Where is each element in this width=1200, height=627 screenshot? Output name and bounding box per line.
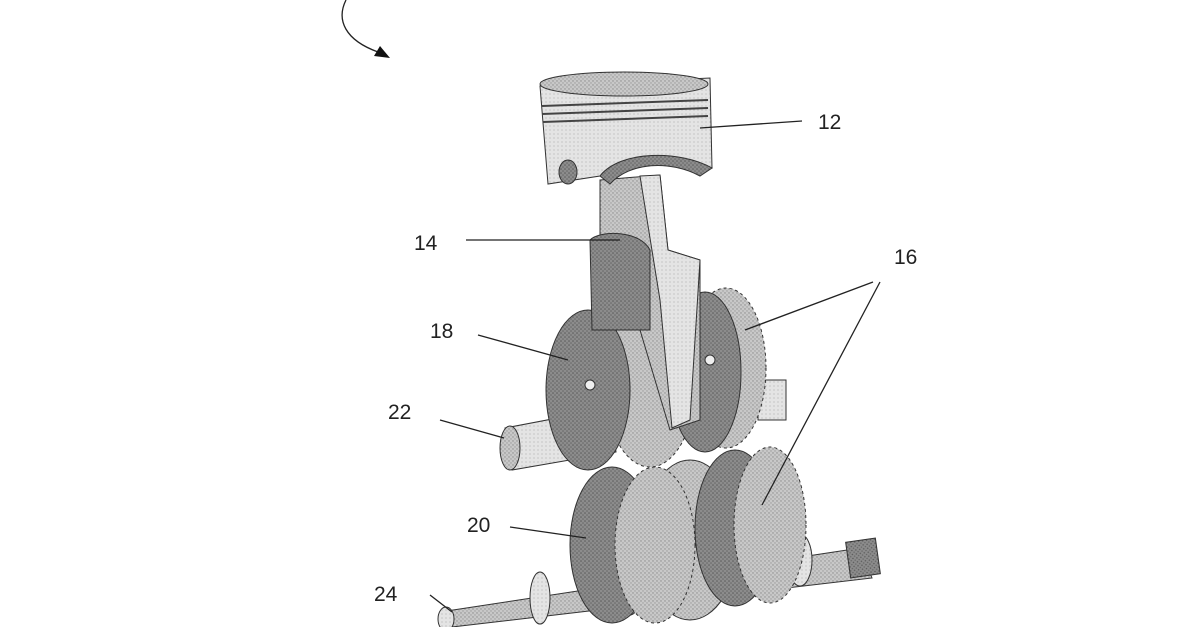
callout-upper-gear: 18: [430, 320, 453, 343]
leader-gear-pair-lower: [761, 281, 881, 506]
leader-lower-shaft: [429, 594, 453, 613]
callout-lower-gear: 20: [467, 514, 490, 537]
callout-lower-shaft: 24: [374, 583, 398, 606]
callout-gear-pair: 16: [894, 246, 917, 269]
lower-right-gear: [694, 446, 807, 607]
figure-reference-arrow: [341, 0, 390, 58]
callout-piston: 12: [818, 111, 841, 134]
leader-gear-pair-upper: [744, 281, 874, 331]
piston: [539, 71, 713, 185]
lower-gear: [569, 459, 739, 624]
leader-piston: [699, 120, 803, 129]
callout-connecting-rod: 14: [414, 232, 438, 255]
leader-upper-gear: [477, 334, 569, 361]
leader-lower-gear: [509, 526, 587, 539]
leader-upper-shaft: [439, 419, 505, 439]
connecting-rod: [589, 174, 701, 431]
callout-upper-shaft: 22: [388, 401, 411, 424]
